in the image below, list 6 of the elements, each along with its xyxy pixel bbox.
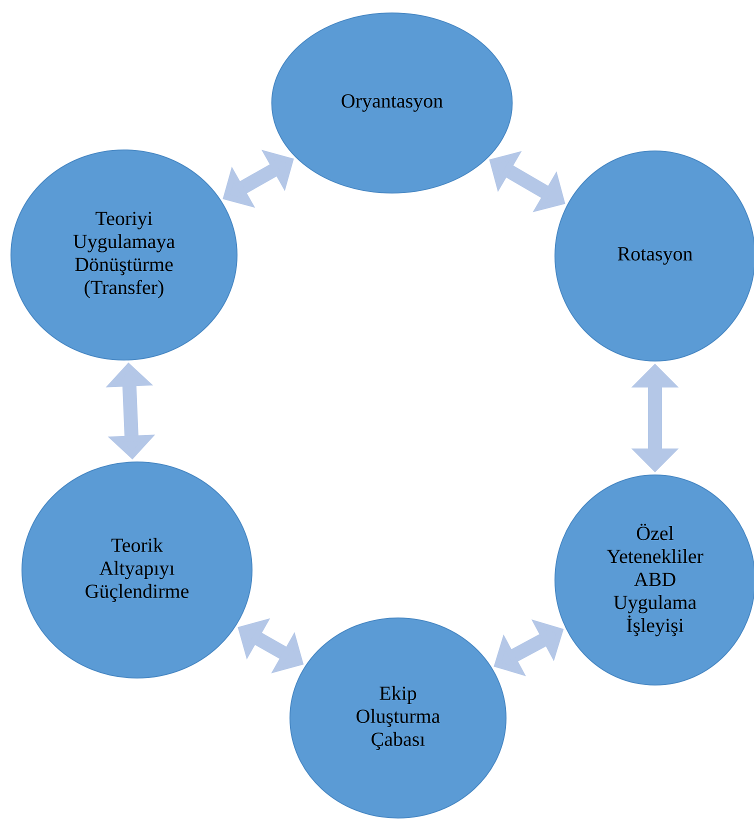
circle-node: Rotasyon (554, 150, 754, 362)
circle-node: Teorik Altyapıyı Güçlendirme (22, 462, 252, 678)
circle-node: Oryantasyon (271, 12, 513, 194)
circle-node: Ekip Oluşturma Çabası (290, 618, 506, 818)
circle-node: Özel Yetenekliler ABD Uygulama İşleyişi (554, 474, 754, 686)
circle-node: Teoriyi Uygulamaya Dönüştürme (Transfer) (10, 150, 238, 360)
